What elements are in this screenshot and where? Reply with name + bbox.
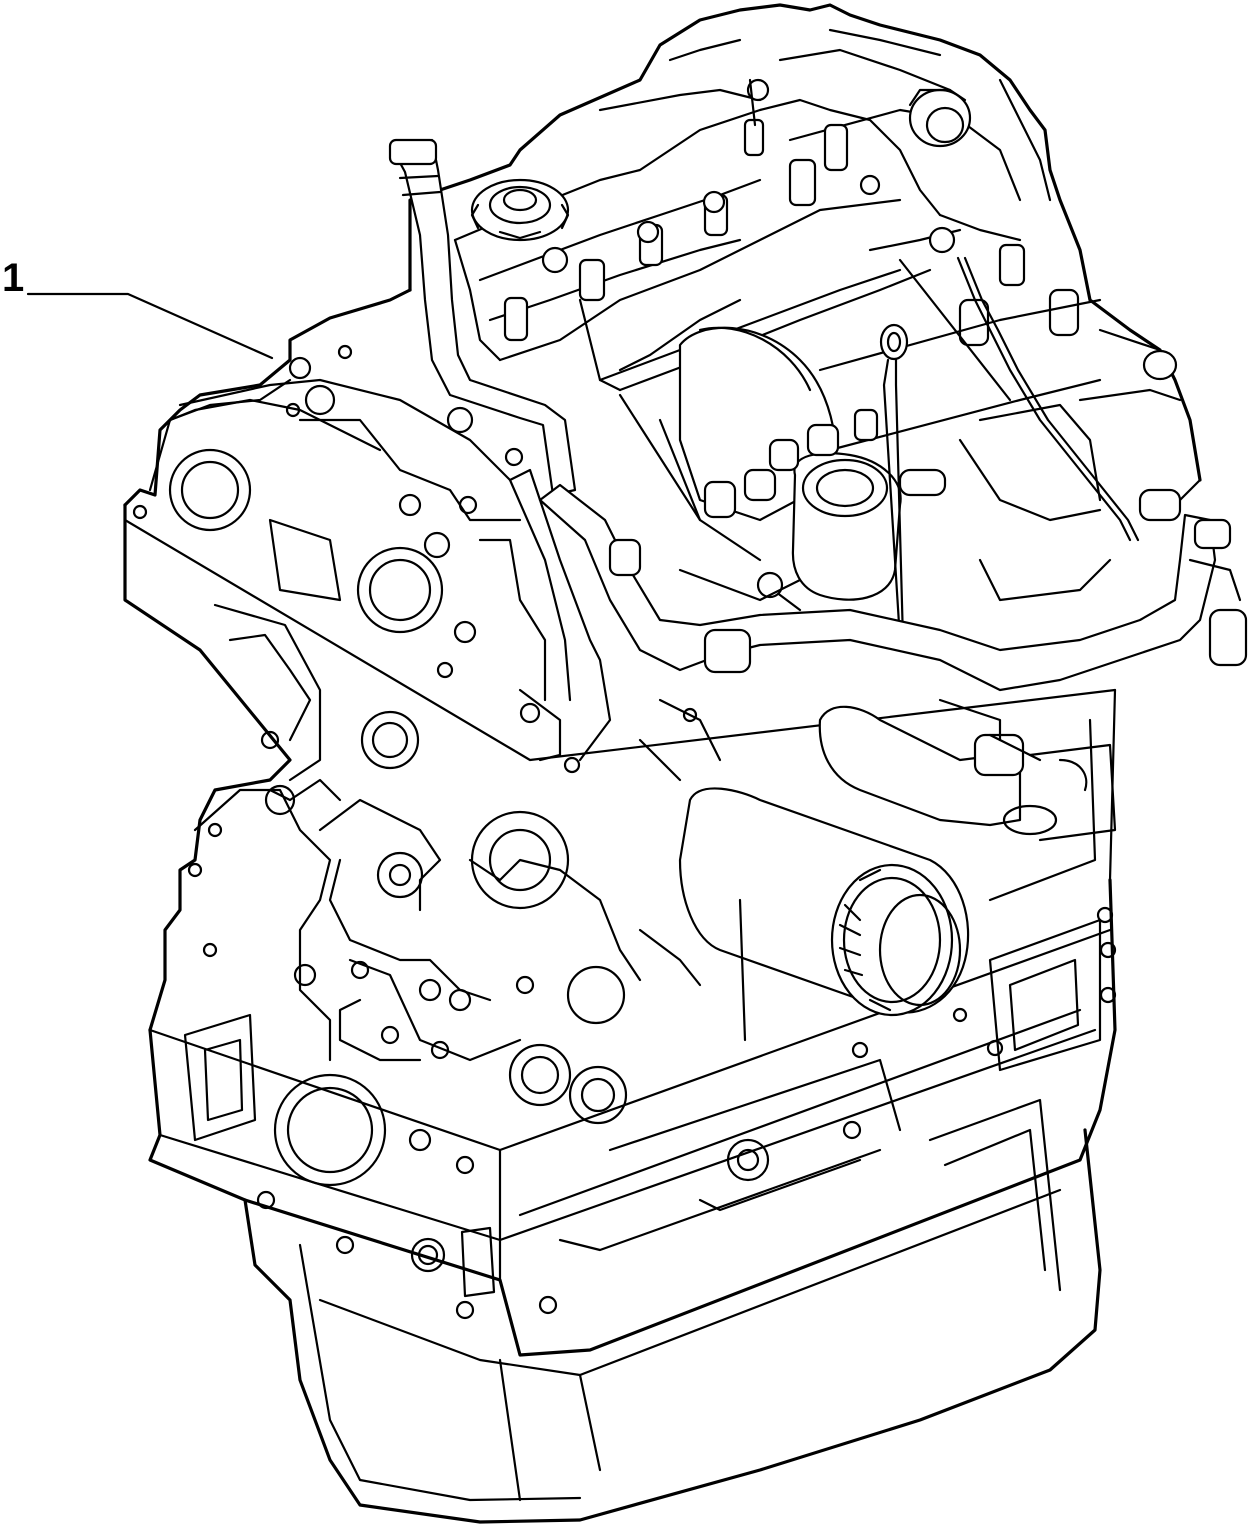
oil-pan bbox=[243, 1098, 1102, 1524]
timing-cover bbox=[123, 503, 642, 1125]
callout-leader-line bbox=[26, 292, 274, 360]
oil-dipstick bbox=[879, 323, 909, 642]
thermostat-housing bbox=[758, 408, 947, 612]
oil-filter bbox=[638, 787, 970, 1017]
breather-hose bbox=[388, 138, 577, 497]
oil-filler-cap bbox=[470, 178, 570, 242]
valve-cover bbox=[408, 3, 1202, 482]
timing-belt-cover bbox=[178, 378, 612, 774]
coolant-hose-lower bbox=[818, 705, 1117, 842]
misc-brackets bbox=[608, 438, 802, 1042]
engine-block-right bbox=[938, 328, 1202, 902]
top-right-cap bbox=[908, 88, 972, 148]
callout-label-1: 1 bbox=[2, 256, 25, 300]
fuel-rail-and-sensors bbox=[503, 78, 1080, 372]
coolant-hose-upper bbox=[538, 483, 1248, 692]
engine-block-lower bbox=[148, 878, 1117, 1357]
sensor-wire bbox=[956, 256, 1140, 542]
cylinder-head-front bbox=[123, 288, 1117, 762]
